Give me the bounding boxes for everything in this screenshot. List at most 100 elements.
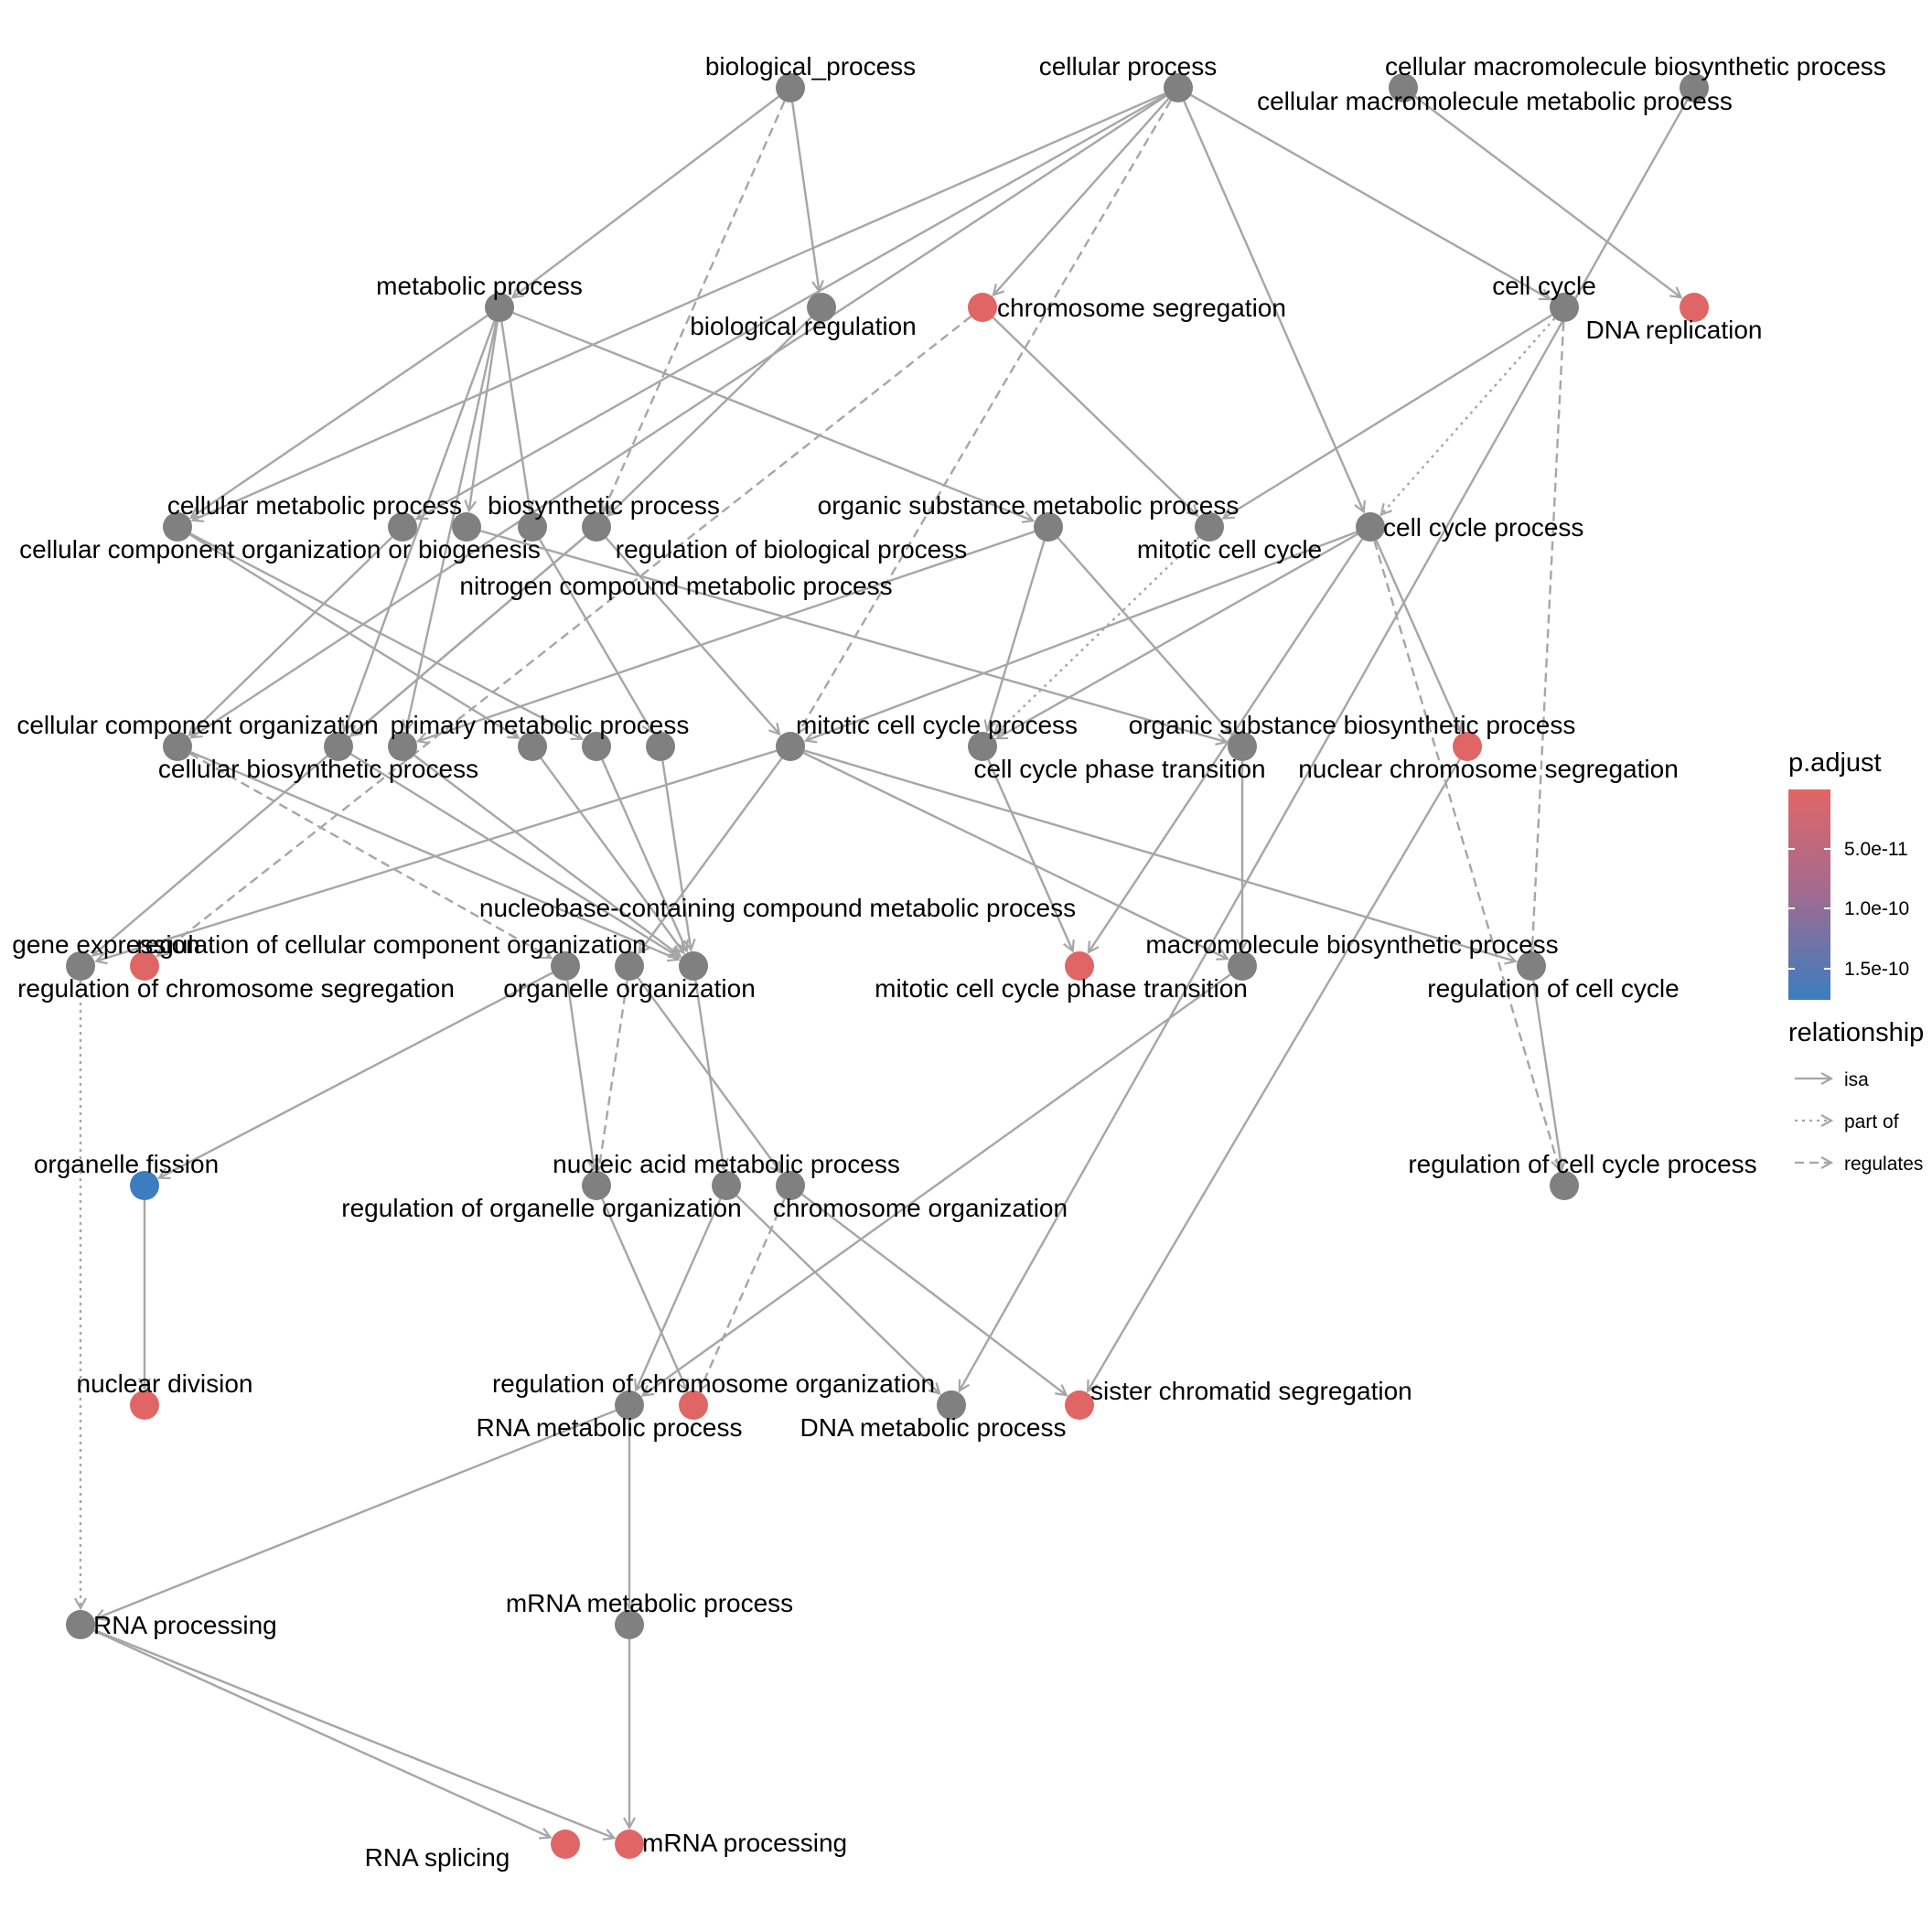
edge-isa [1375, 540, 1460, 732]
node-label: biosynthetic process [488, 491, 720, 520]
edge-regulates [799, 100, 1172, 733]
edge-isa [987, 759, 1072, 951]
edge-isa [406, 321, 498, 731]
node-organelle-org [615, 951, 644, 981]
node-label: metabolic process [376, 272, 583, 300]
node-label: DNA metabolic process [800, 1413, 1066, 1442]
edge-isa [192, 92, 1165, 520]
node-label: sister chromatid segregation [1090, 1377, 1412, 1405]
node-label: biological_process [705, 52, 916, 80]
node-reg-cc-process [1550, 1171, 1579, 1200]
edge-isa [987, 540, 1046, 730]
node-reg-organelle-org [582, 1171, 611, 1200]
edge-isa [993, 98, 1170, 295]
legend-relationship-title: relationship [1788, 1018, 1924, 1047]
node-chromosome-segregation [968, 293, 997, 322]
edge-regulates [189, 752, 551, 958]
node-sister-chrom [1065, 1390, 1094, 1420]
node-label: regulation of organelle organization [341, 1194, 741, 1222]
node-mitotic-cell-cycle [1195, 512, 1224, 542]
node-label: mitotic cell cycle [1137, 535, 1322, 564]
node-label: regulation of chromosome organization [492, 1369, 935, 1398]
node-label: nucleic acid metabolic process [553, 1150, 900, 1178]
node-unlabeled-1 [518, 732, 547, 761]
edge-isa [997, 532, 1358, 738]
node-nuclear-chr-seg [1453, 732, 1482, 761]
node-organic-metab [1034, 512, 1063, 542]
node-label: chromosome organization [773, 1194, 1068, 1222]
legend-regulates-label: regulates [1844, 1154, 1923, 1175]
node-biological-process [776, 73, 805, 102]
node-label: nitrogen compound metabolic process [459, 572, 892, 600]
node-nucleic-acid [712, 1171, 741, 1200]
node-label: RNA processing [93, 1611, 277, 1639]
edge-isa [189, 532, 582, 738]
node-label: mitotic cell cycle process [796, 711, 1078, 739]
edge-isa [735, 1195, 939, 1393]
edge-isa [1183, 101, 1363, 512]
edge-isa [639, 757, 783, 953]
node-label: macromolecule biosynthetic process [1145, 930, 1558, 959]
node-cc-phase-trans [968, 732, 997, 761]
edge-isa [96, 749, 778, 961]
edge-isa [636, 1198, 722, 1390]
node-dna-replication [1680, 293, 1709, 322]
node-layer [66, 73, 1709, 1859]
node-label: chromosome segregation [997, 294, 1286, 322]
node-label: cellular component organization [16, 711, 378, 739]
edge-isa [601, 1198, 686, 1390]
node-primary-metab [388, 732, 417, 761]
node-label: regulation of biological process [616, 535, 967, 564]
edge-isa [512, 311, 1033, 521]
node-unlabeled-2 [582, 732, 611, 761]
legend-partof-label: part of [1844, 1111, 1899, 1132]
colorbar-tick-label: 5.0e-11 [1844, 839, 1908, 860]
node-label: organic substance metabolic process [818, 491, 1240, 520]
edge-regulates [1532, 321, 1565, 950]
node-nuclear-division [130, 1390, 159, 1420]
edge-isa [349, 753, 680, 957]
edge-isa [566, 980, 594, 1169]
edge-regulates [599, 980, 628, 1169]
edge-isa [344, 320, 496, 731]
edge-isa [418, 531, 1036, 741]
edge-isa [802, 751, 1227, 959]
edge-isa [189, 536, 393, 735]
node-label: nucleobase-containing compound metabolic… [479, 894, 1076, 922]
node-ccob [388, 512, 417, 542]
node-reg-ccorg [551, 951, 580, 981]
node-label: regulation of cell cycle [1427, 974, 1679, 1003]
node-nucleobase [679, 951, 708, 981]
node-label: regulation of cellular component organiz… [136, 930, 646, 959]
node-label: nuclear division [77, 1369, 253, 1398]
node-biological-regulation [807, 293, 836, 322]
node-rna-splicing [551, 1830, 580, 1859]
node-organic-biosyn [1228, 732, 1257, 761]
edge-isa [93, 1628, 614, 1838]
edge-isa [417, 93, 1166, 519]
padjust-colorbar [1788, 789, 1830, 1000]
edge-isa [539, 539, 652, 733]
edge-isa [791, 102, 819, 291]
edge-isa [413, 754, 681, 957]
node-label: biological regulation [690, 312, 917, 340]
edge-layer [80, 92, 1689, 1838]
node-reg-cell-cycle [1517, 951, 1546, 981]
node-biosynthetic [452, 512, 481, 542]
node-cc-org [163, 732, 192, 761]
edge-isa [661, 760, 691, 950]
node-reg-chr-seg [130, 951, 159, 981]
edge-regulates [700, 1198, 786, 1390]
edge-isa [540, 757, 683, 953]
edge-partof [1381, 317, 1556, 515]
edge-isa [643, 973, 1231, 1395]
node-label: primary metabolic process [391, 711, 690, 739]
edge-isa [601, 759, 686, 951]
edge-isa [1088, 758, 1461, 1391]
edge-isa [512, 95, 779, 298]
edge-isa [191, 315, 488, 518]
node-label: regulation of cell cycle process [1408, 1150, 1756, 1178]
edge-regulates [1373, 541, 1560, 1169]
edge-isa [1532, 980, 1562, 1169]
